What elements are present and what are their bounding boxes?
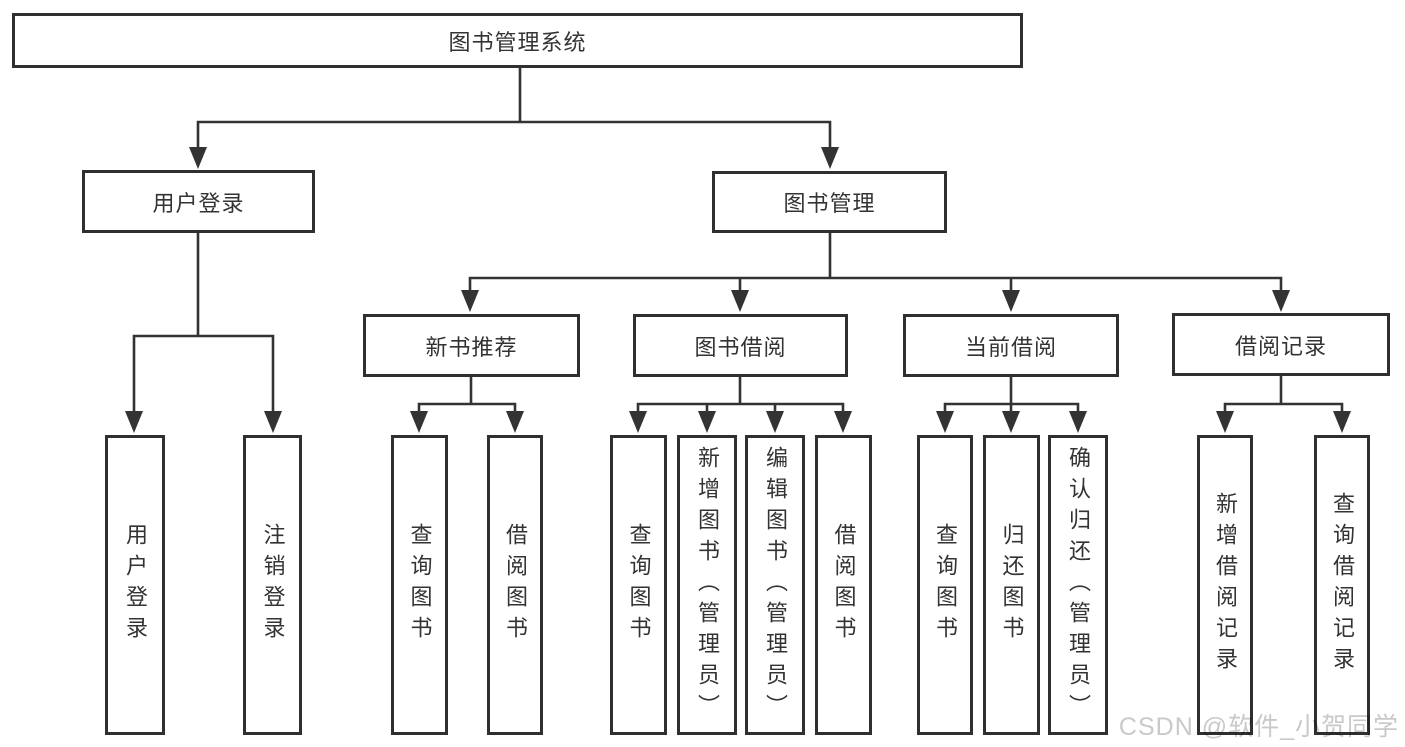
connector-bookmgmt-to-level3 [468,231,1283,294]
arrowhead-icon [936,411,954,433]
leaf-query-books-recommend: 查询图书 [391,435,448,735]
arrowhead-icon [834,411,852,433]
csdn-watermark: CSDN @软件_小贺同学 [1118,713,1399,741]
leaf-query-books-borrowing: 查询图书 [610,435,667,735]
connector-borrowing-group [636,375,845,416]
arrowhead-icon [1272,290,1290,312]
arrowhead-icon [766,411,784,433]
connector-root-to-level2 [196,66,832,152]
arrowhead-icon [731,290,749,312]
arrowhead-icon [821,147,839,169]
node-book-management: 图书管理 [712,171,947,233]
arrowhead-icon [1002,411,1020,433]
leaf-borrow-books-recommend: 借阅图书 [487,435,543,735]
arrowhead-icon [506,411,524,433]
leaf-add-borrow-record: 新增借阅记录 [1197,435,1253,735]
arrowhead-icon [189,147,207,169]
leaf-borrow-books-borrowing: 借阅图书 [815,435,872,735]
node-current-borrowing: 当前借阅 [903,314,1119,377]
arrowhead-icon [1069,411,1087,433]
arrowhead-icon [125,411,143,433]
leaf-query-borrow-record: 查询借阅记录 [1314,435,1370,735]
node-book-borrowing: 图书借阅 [633,314,848,377]
arrowhead-icon [1002,290,1020,312]
leaf-return-books: 归还图书 [983,435,1040,735]
leaf-confirm-return-admin: 确认归还（管理员） [1048,435,1108,735]
node-library-management-system: 图书管理系统 [12,13,1023,68]
arrowhead-icon [698,411,716,433]
arrowhead-icon [410,411,428,433]
arrowhead-icon [461,290,479,312]
leaf-add-books-admin: 新增图书（管理员） [677,435,737,735]
node-borrowing-records: 借阅记录 [1172,313,1390,376]
connector-userlogin-group [132,231,275,416]
leaf-edit-books-admin: 编辑图书（管理员） [745,435,805,735]
leaf-logout: 注销登录 [243,435,302,735]
node-user-login: 用户登录 [82,170,315,233]
arrowhead-icon [629,411,647,433]
leaf-user-login: 用户登录 [105,435,165,735]
connector-records-group [1223,374,1344,416]
node-new-book-recommendation: 新书推荐 [363,314,580,377]
connector-newbook-group [417,375,517,416]
arrowhead-icon [1333,411,1351,433]
arrowhead-icon [264,411,282,433]
leaf-query-books-current: 查询图书 [917,435,973,735]
connector-current-group [943,375,1080,416]
arrowhead-icon [1216,411,1234,433]
